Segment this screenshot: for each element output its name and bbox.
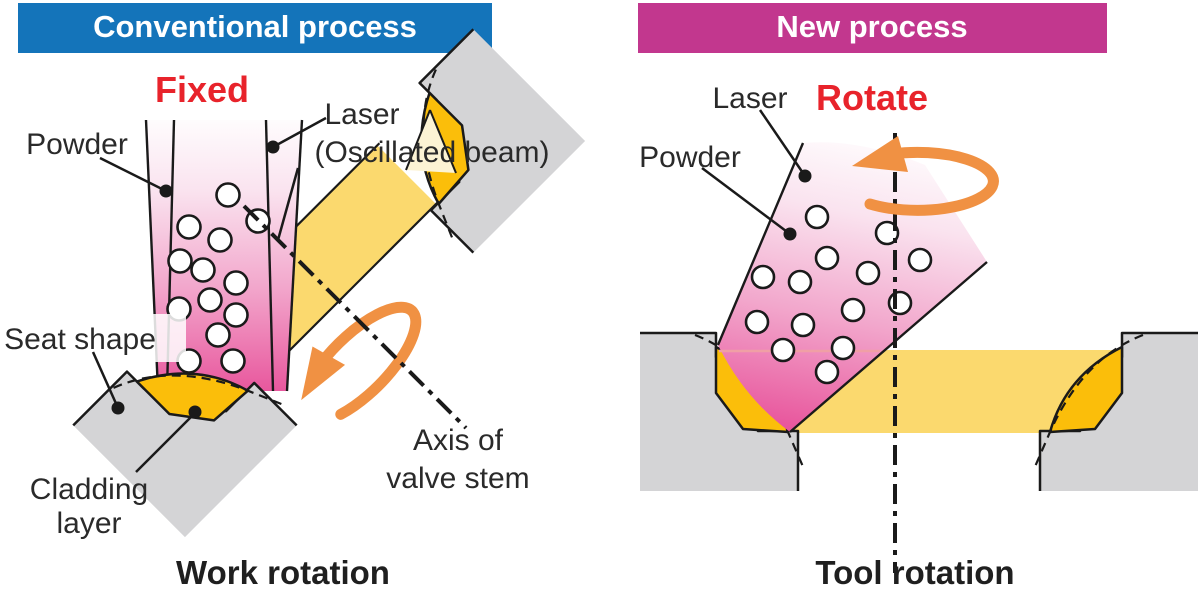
leader-dots-left bbox=[111, 140, 280, 419]
opposite-beam-edge bbox=[405, 109, 431, 171]
powder-particles-left bbox=[166, 182, 271, 374]
powder-particles-right bbox=[744, 204, 933, 385]
powder-particle bbox=[855, 260, 881, 286]
header-bar-new bbox=[638, 3, 1107, 53]
powder-particle bbox=[205, 322, 231, 348]
label-powder-left: Powder bbox=[26, 128, 128, 161]
label-laser-oscillated: (Oscillated beam) bbox=[314, 136, 549, 169]
label-powder-right: Powder bbox=[639, 141, 741, 174]
leader-lines-left bbox=[91, 116, 327, 473]
powder-particle bbox=[804, 204, 830, 230]
opposite-beam-cone bbox=[406, 110, 456, 173]
header-title-new: New process bbox=[776, 9, 967, 44]
powder-particle bbox=[887, 290, 913, 316]
powder-particle bbox=[197, 287, 223, 313]
label-seat-shape: Seat shape bbox=[4, 323, 156, 356]
powder-particle bbox=[220, 348, 246, 374]
header-title-conventional: Conventional process bbox=[93, 9, 417, 44]
powder-particle bbox=[830, 335, 856, 361]
caption-tool-rotation: Tool rotation bbox=[815, 554, 1014, 591]
powder-particle bbox=[167, 248, 193, 274]
powder-particle bbox=[223, 302, 249, 328]
label-cladding-line1: Cladding bbox=[30, 473, 148, 506]
label-axis-line2: valve stem bbox=[386, 462, 529, 495]
powder-particle bbox=[207, 227, 233, 253]
powder-particle bbox=[215, 182, 241, 208]
beam-edge-left-right-panel bbox=[716, 142, 805, 346]
powder-particle bbox=[770, 337, 796, 363]
valve-stem-axis-left bbox=[242, 204, 468, 430]
panel-conventional: Conventional process bbox=[2, 3, 587, 591]
label-axis-line1: Axis of bbox=[413, 424, 504, 457]
powder-particle bbox=[840, 297, 866, 323]
powder-particle bbox=[176, 214, 202, 240]
powder-particle bbox=[907, 247, 933, 273]
opposite-beam-edge bbox=[429, 109, 457, 174]
state-label-fixed: Fixed bbox=[155, 69, 249, 110]
powder-particle bbox=[790, 312, 816, 338]
powder-particle bbox=[744, 309, 770, 335]
powder-particle bbox=[787, 269, 813, 295]
caption-work-rotation: Work rotation bbox=[176, 554, 390, 591]
powder-particle bbox=[814, 245, 840, 271]
leader-lines-right bbox=[701, 109, 807, 235]
beam-edge-right-right-panel bbox=[789, 261, 988, 433]
leader-dots-right bbox=[783, 169, 812, 241]
label-laser-left: Laser bbox=[324, 98, 399, 131]
powder-particle bbox=[223, 270, 249, 296]
panel-new-process: New process bbox=[638, 3, 1200, 591]
powder-particle bbox=[814, 359, 840, 385]
label-cladding-line2: layer bbox=[56, 507, 121, 540]
state-label-rotate: Rotate bbox=[816, 77, 928, 118]
header-bar-conventional bbox=[18, 3, 492, 53]
label-laser-right: Laser bbox=[712, 82, 787, 115]
powder-particle bbox=[750, 264, 776, 290]
powder-particle bbox=[190, 257, 216, 283]
powder-particle bbox=[874, 220, 900, 246]
